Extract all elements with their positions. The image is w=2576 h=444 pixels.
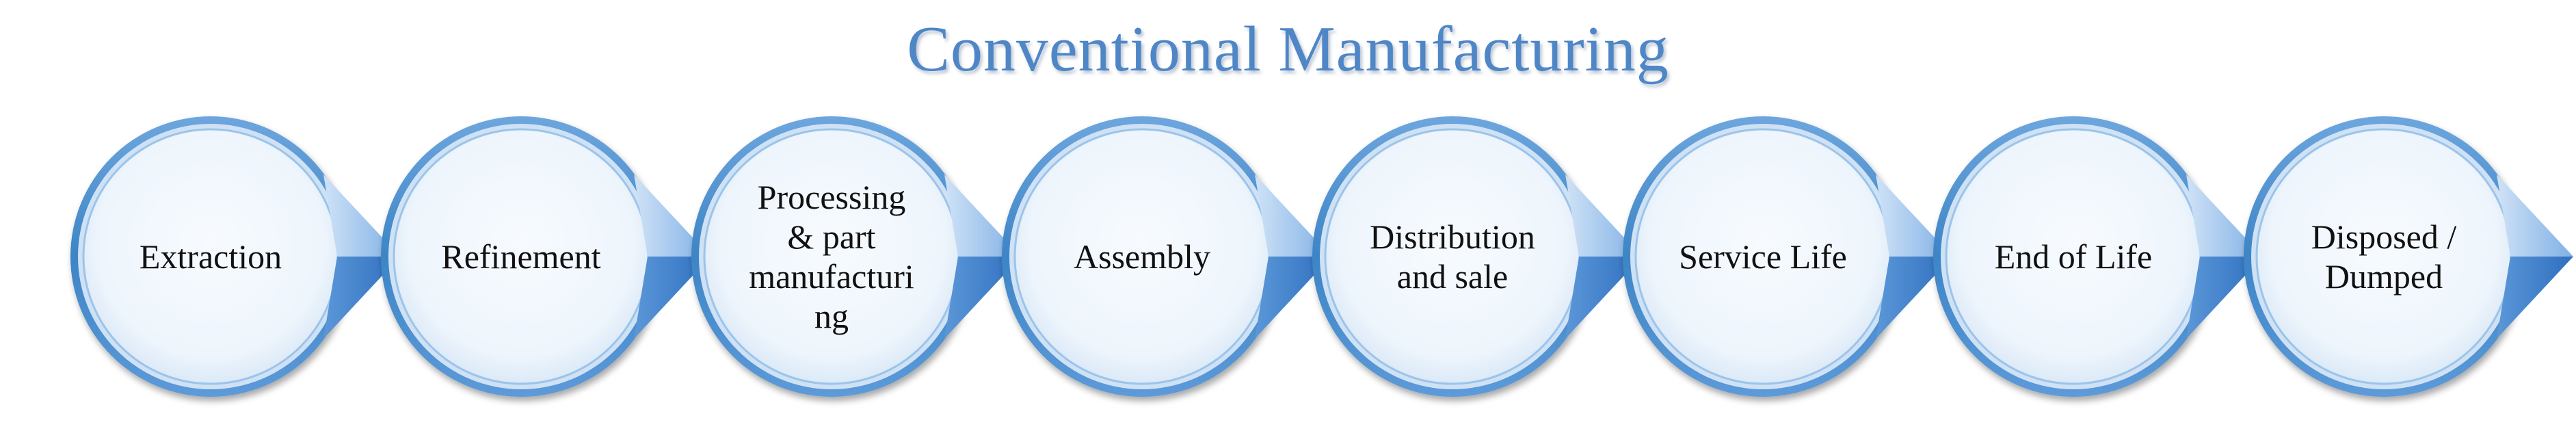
stage-label: Refinement: [441, 237, 601, 276]
stage-refinement: [381, 116, 661, 397]
diagram-title: Conventional Manufacturing: [907, 14, 1669, 85]
stage-distribution-and-sale: [1312, 116, 1593, 397]
stage-label: Service Life: [1679, 237, 1847, 276]
arrow-icon: [2497, 174, 2573, 339]
arrow-icon: [1876, 174, 1952, 339]
stage-label: Distribution and sale: [1370, 218, 1535, 296]
arrow-icon: [634, 174, 711, 339]
stage-assembly: [1002, 116, 1282, 397]
stage-label: End of Life: [1994, 237, 2153, 276]
arrow-icon: [1565, 174, 1642, 339]
arrow-icon: [1255, 174, 1331, 339]
stage-label: Processing & part manufacturi ng: [749, 178, 914, 335]
arrow-icon: [323, 174, 400, 339]
stage-label: Assembly: [1074, 237, 1210, 276]
arrow-icon: [2186, 174, 2263, 339]
stage-label: Extraction: [139, 237, 282, 276]
arrow-icon: [944, 174, 1021, 339]
stage-service-life: [1623, 116, 1903, 397]
stage-disposed-dumped: [2244, 116, 2524, 397]
stage-processing-part-manufacturi-ng: [691, 116, 972, 397]
stage-extraction: [70, 116, 351, 397]
stage-label: Disposed / Dumped: [2311, 218, 2457, 296]
stage-end-of-life: [1933, 116, 2214, 397]
